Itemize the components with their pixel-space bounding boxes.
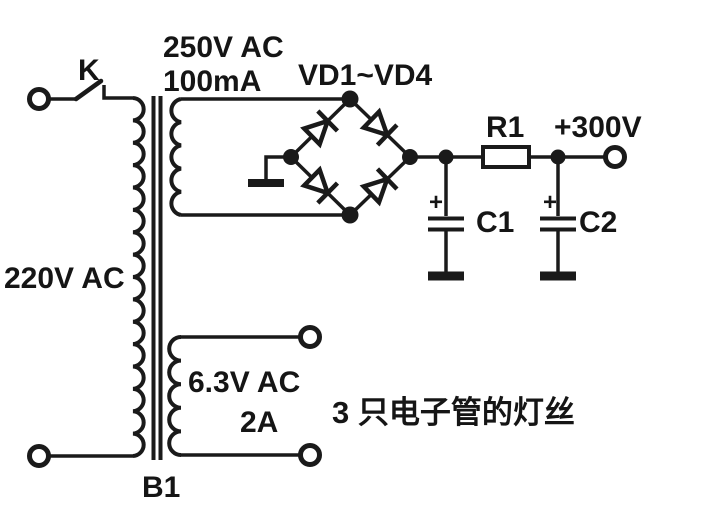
diode-cathode-bar (375, 123, 399, 147)
filament-winding (167, 335, 182, 457)
cap2-label: C2 (579, 206, 617, 239)
rectifier-label: VD1~VD4 (298, 59, 433, 92)
diode-triangle (300, 165, 332, 197)
filament-terminal-top (298, 325, 322, 349)
transformer (132, 96, 182, 460)
transformer-label: B1 (142, 471, 180, 504)
capacitor-c1 (428, 157, 464, 281)
resistor-label: R1 (486, 111, 524, 144)
cap2-polarity-mark: + (543, 189, 557, 216)
diode-triangle (359, 107, 391, 139)
filament-terminal-bottom (298, 443, 322, 467)
filament-note: 3 只电子管的灯丝 (332, 395, 575, 430)
bridge-node-bottom (341, 206, 359, 224)
hv-current-label: 100mA (163, 65, 261, 98)
diode-cathode-bar (375, 167, 399, 191)
power-switch (48, 78, 133, 102)
ground-wire (264, 155, 291, 179)
primary-winding (132, 96, 146, 458)
diode-cathode-bar (316, 109, 340, 133)
output-voltage-label: +300V (554, 111, 642, 144)
hv-secondary-winding (169, 97, 182, 217)
bridge-node-top (341, 90, 359, 108)
lv-voltage-label: 6.3V AC (188, 366, 300, 399)
diode-triangle (359, 175, 391, 207)
hv-voltage-label: 250V AC (163, 31, 284, 64)
resistor-r1 (481, 145, 531, 169)
diode-vd2 (359, 107, 399, 147)
diode-cathode-bar (316, 181, 340, 205)
mains-label: 220V AC (4, 262, 125, 295)
bridge-rectifier (283, 90, 418, 224)
switch-blade (73, 78, 104, 102)
diode-vd4 (359, 167, 399, 207)
mains-terminal-bottom (27, 444, 51, 468)
switch-label: K (78, 54, 100, 87)
capacitor-c2 (540, 157, 576, 281)
ground-bridge (248, 155, 291, 187)
switch-contact (102, 85, 133, 100)
cap1-polarity-mark: + (429, 189, 443, 216)
diode-vd1 (300, 109, 340, 149)
cap1-label: C1 (476, 206, 514, 239)
mains-terminal-top (27, 87, 51, 111)
output-terminal (603, 145, 627, 169)
diode-vd3 (300, 165, 340, 205)
lv-current-label: 2A (240, 406, 278, 439)
diode-triangle (300, 117, 332, 149)
